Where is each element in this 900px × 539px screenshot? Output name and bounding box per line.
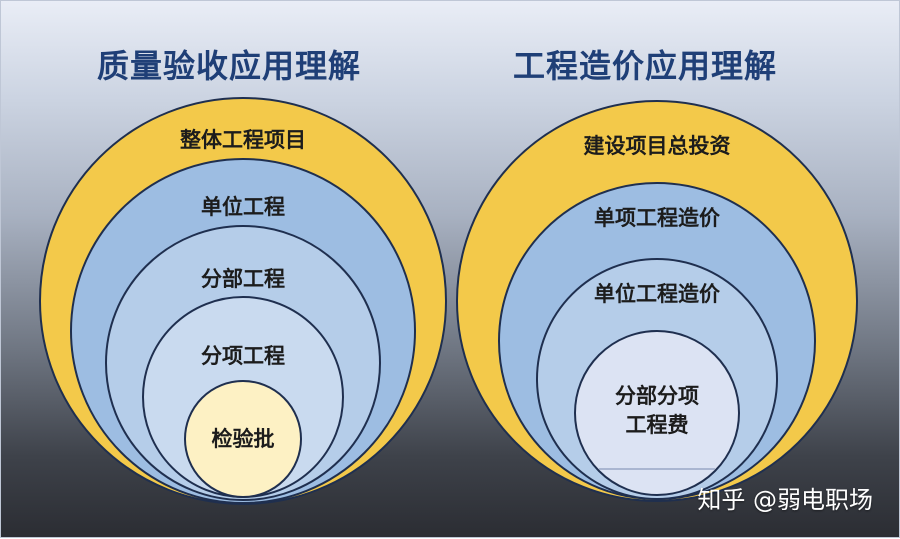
left-label-inspection-lot: 检验批 xyxy=(212,427,275,451)
left-diagram-title: 质量验收应用理解 xyxy=(96,47,361,85)
right-label-unit-project-cost: 单位工程造价 xyxy=(594,282,721,306)
left-label-unit-project: 单位工程 xyxy=(201,195,285,219)
right-label-total-investment: 建设项目总投资 xyxy=(584,134,731,158)
left-label-division-project: 分部工程 xyxy=(201,267,285,291)
right-diagram-title: 工程造价应用理解 xyxy=(512,47,777,85)
left-label-subitem-project: 分项工程 xyxy=(201,344,285,368)
left-nested-circles: 整体工程项目 单位工程 分部工程 分项工程 检验批 xyxy=(39,97,447,505)
right-label-project-fee: 工程费 xyxy=(626,413,689,437)
right-label-single-item-cost: 单项工程造价 xyxy=(594,206,721,230)
right-label-division-item: 分部分项 xyxy=(615,384,699,408)
left-label-whole-project: 整体工程项目 xyxy=(180,128,306,152)
left-circle-inspection-lot xyxy=(184,380,302,498)
watermark: 知乎 @弱电职场 xyxy=(697,486,873,514)
right-circle-division-item-fee xyxy=(574,330,740,496)
right-nested-circles: 建设项目总投资 单项工程造价 单位工程造价 分部分项 工程费 xyxy=(456,100,858,502)
